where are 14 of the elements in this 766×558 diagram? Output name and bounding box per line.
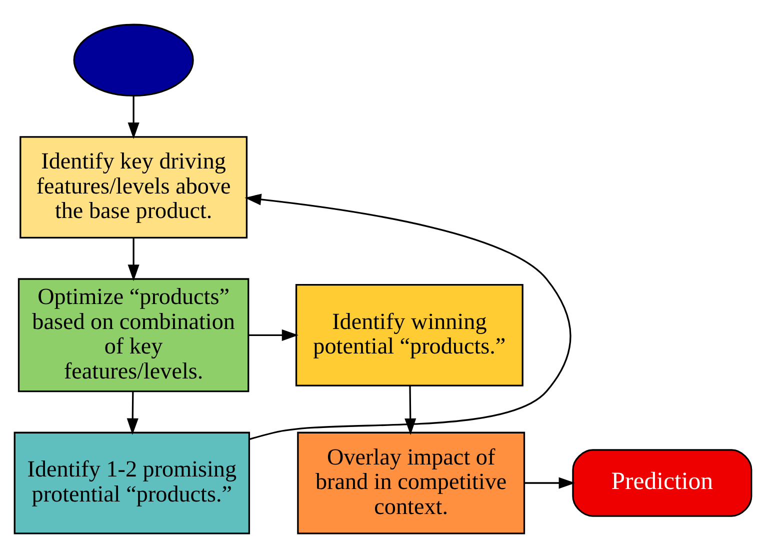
arrow (126, 391, 138, 435)
arrow (244, 194, 572, 440)
arrow (248, 329, 298, 341)
arrow (128, 96, 140, 140)
arrow (404, 386, 416, 435)
arrow (524, 477, 576, 489)
node-box: Overlay impact of brand in competitive context. (297, 432, 526, 534)
node-box: Prediction (572, 449, 752, 517)
arrow (128, 238, 140, 282)
node-box: Identify key driving features/levels above the base product. (20, 136, 248, 239)
node-box: Identify winning potential “products.” (295, 284, 524, 386)
node-circle (73, 24, 194, 96)
node-box: Optimize “products” based on combination of key features/levels. (18, 278, 250, 392)
node-box: Identify 1-2 promising protential “products.” (14, 432, 250, 534)
